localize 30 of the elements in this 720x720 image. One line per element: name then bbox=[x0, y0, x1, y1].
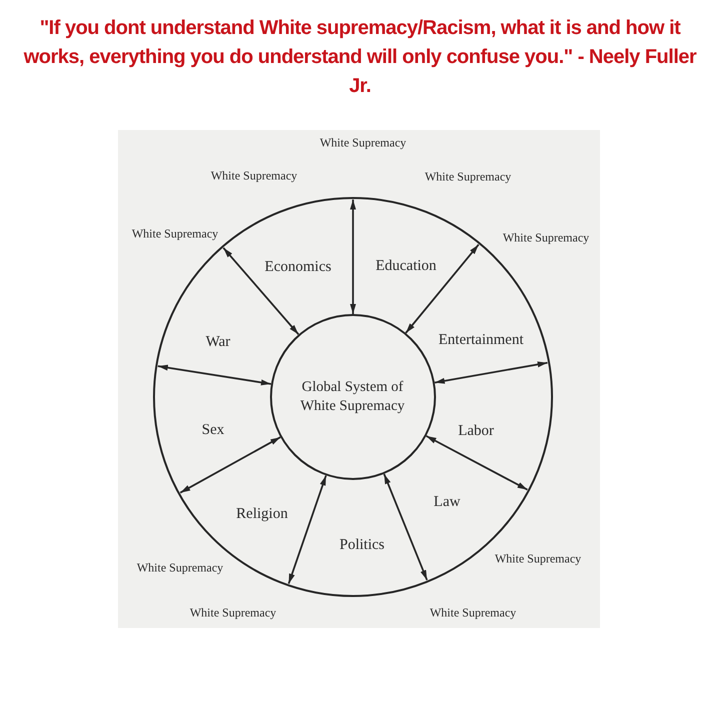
inner-circle bbox=[270, 314, 436, 480]
outer-label: White Supremacy bbox=[136, 561, 224, 575]
quote-title: "If you dont understand White supremacy/Racism, what it is and how it works, everything you do understand will only confuse you." - Neely Fuller Jr. bbox=[22, 16, 698, 99]
double-arrow bbox=[288, 475, 327, 584]
sector-label: Politics bbox=[340, 536, 384, 554]
sector-label: Entertainment bbox=[438, 332, 524, 348]
sector-label: Labor bbox=[458, 422, 494, 440]
sector-label: Law bbox=[434, 494, 460, 510]
sector-label: Education bbox=[376, 258, 436, 274]
circle-label: Global System of White Supremacy bbox=[299, 378, 406, 415]
double-arrow bbox=[180, 436, 281, 494]
double-arrow bbox=[222, 247, 300, 335]
double-arrow bbox=[350, 200, 356, 314]
double-arrow bbox=[405, 244, 480, 334]
sector-label: War bbox=[206, 334, 230, 350]
outer-label: White Supremacy bbox=[424, 170, 512, 184]
outer-label: White Supremacy bbox=[430, 606, 516, 620]
outer-label: White Supremacy bbox=[210, 169, 298, 183]
double-arrow bbox=[426, 435, 528, 490]
double-arrow bbox=[383, 474, 428, 580]
outer-label: White Supremacy bbox=[494, 552, 582, 566]
outer-label: White Supremacy bbox=[190, 606, 276, 620]
outer-label: White Supremacy bbox=[320, 136, 406, 150]
sector-label: Religion bbox=[236, 506, 288, 522]
sector-label: Sex bbox=[202, 422, 224, 438]
double-arrow bbox=[434, 361, 548, 384]
double-arrow bbox=[158, 364, 272, 386]
outer-label: White Supremacy bbox=[132, 227, 218, 241]
sector-label: Economics bbox=[264, 258, 332, 276]
outer-label: White Supremacy bbox=[502, 231, 590, 245]
